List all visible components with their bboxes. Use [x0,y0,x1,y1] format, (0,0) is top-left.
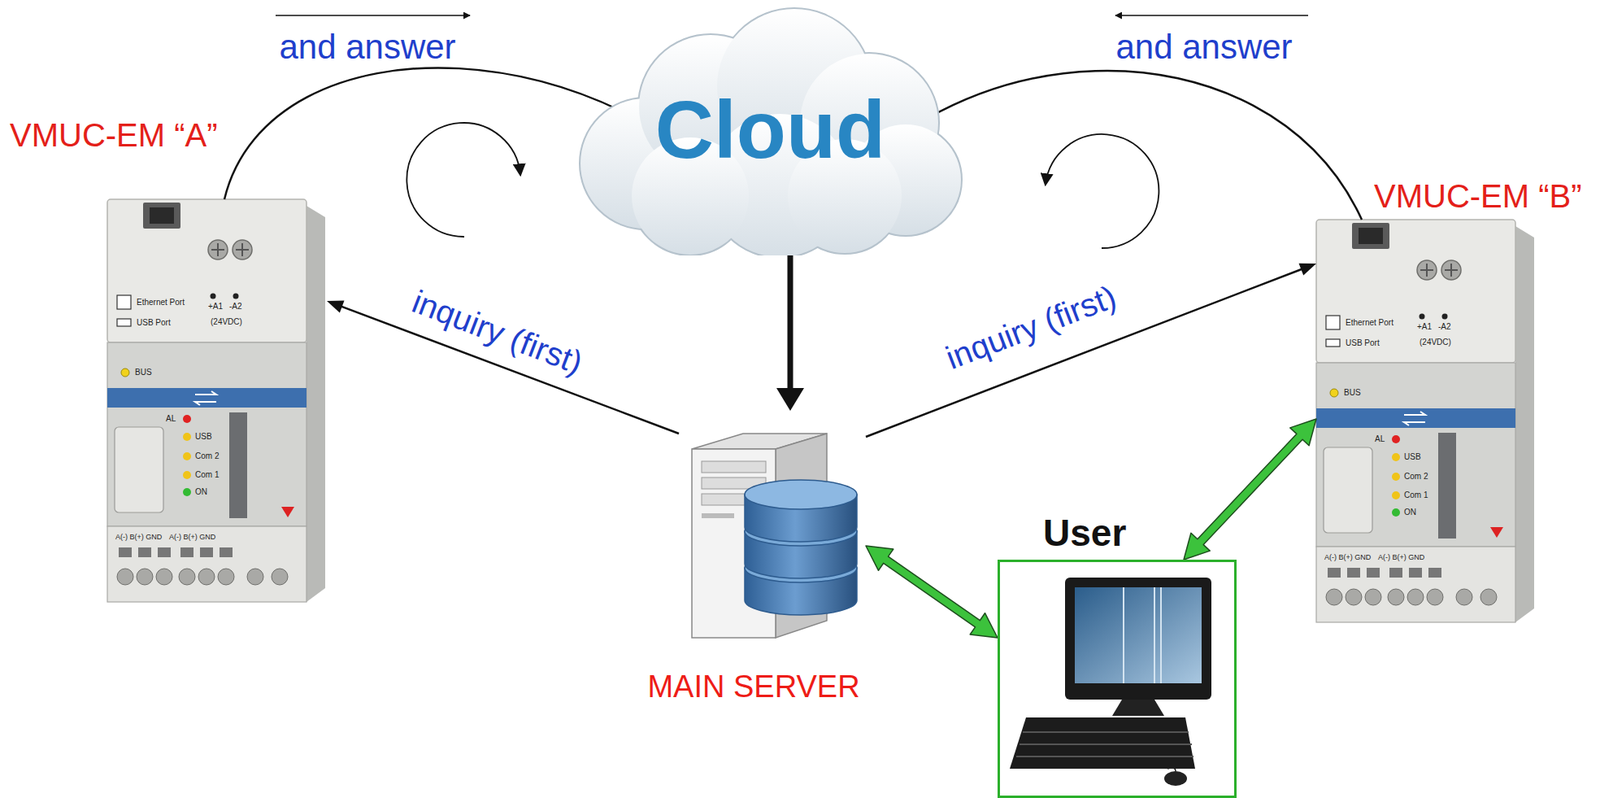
device-panel-text: Com 1 [1404,490,1428,500]
connector [865,263,1317,437]
cloud-text: Cloud [655,82,886,177]
device-label: VMUC-EM “A” [9,116,218,154]
edge-label: and answer [278,27,456,67]
computer-drawing-part [1009,717,1196,769]
connector [776,250,805,411]
direction-arrows-part [275,14,470,17]
connector [865,545,998,638]
device-panel-text: -A2 [1438,321,1452,332]
connector-part [865,545,998,638]
device-panel-text: A(-) B(+) GND [169,532,216,541]
user-box: User [997,559,1237,798]
device-panel-text: (24VDC) [210,317,243,327]
computer-drawing-part [1167,767,1176,771]
connector-part [326,300,345,314]
device-panel-text: AL [165,413,176,424]
server-drawing-part [744,479,857,509]
device-panel-text: Ethernet Port [1345,317,1394,328]
computer-drawing [1009,577,1212,786]
server-drawing-part [701,460,766,473]
connector-part [787,250,794,393]
device-panel-text: -A2 [229,301,243,312]
device-box: VMUC-EM “B” [1316,219,1536,623]
device-panel-text: USB Port [136,317,171,328]
device-panel-text: (24VDC) [1419,337,1452,348]
cloud-node: Cloud [576,4,965,256]
server-node: MAIN SERVER [678,410,866,643]
connector-part [1183,418,1317,560]
connector-part [1299,263,1318,276]
edge-label: inquiry (first) [940,277,1122,377]
device-panel-text: BUS [1343,387,1361,398]
computer-drawing-part [1016,731,1194,757]
device-panel-text: BUS [134,367,153,378]
device-b-drawing [1316,219,1535,622]
device-panel-text: AL [1374,434,1385,444]
device-panel-text: USB [1404,452,1422,462]
computer-drawing-part [1164,770,1187,786]
device-panel-text: A(-) B(+) GND [1324,552,1371,561]
device-panel-text: +A1 [208,301,223,312]
device-panel-text: Com 2 [1404,471,1428,482]
device-panel-text: Com 2 [195,451,219,461]
direction-arrows-part [1115,14,1309,17]
computer-drawing-part [1112,699,1165,716]
server-drawing-part [701,513,735,518]
edge-label: and answer [1115,27,1292,67]
computer-drawing-part [1074,586,1202,683]
loop-arrows-part [1045,134,1159,248]
computer-drawing-part [1065,577,1212,700]
device-panel-text: +A1 [1417,321,1432,332]
device-panel-text: ON [195,486,208,497]
server-label: MAIN SERVER [647,669,860,705]
device-panel-text: ON [1404,507,1417,518]
device-label: VMUC-EM “B” [1373,177,1583,215]
loop-arrows-part [406,122,521,237]
computer-drawing-part [1123,586,1161,683]
device-panel-text: A(-) B(+) GND [115,532,162,541]
edge-label: inquiry (first) [407,282,588,382]
device-panel-text: Com 1 [195,469,219,480]
server-drawing [691,433,857,638]
connector-part [776,387,805,411]
device-a-drawing [107,199,326,602]
user-label: User [1043,511,1127,555]
device-panel-text: A(-) B(+) GND [1378,552,1425,561]
device-box: VMUC-EM “A” [107,199,327,602]
connector-part [865,268,1305,437]
device-panel-text: Ethernet Port [136,297,185,308]
device-panel-text: USB [195,431,213,442]
connector [1183,418,1317,560]
device-panel-text: USB Port [1345,338,1380,348]
